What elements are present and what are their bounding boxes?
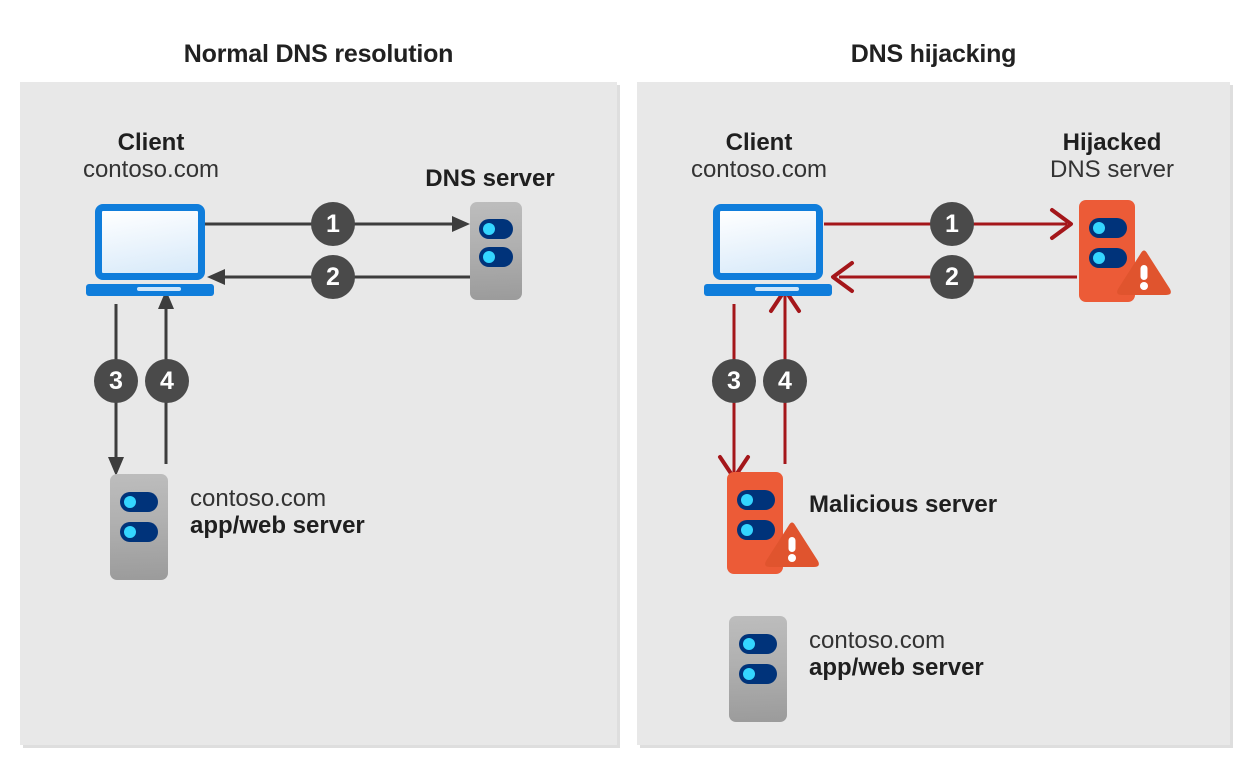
server-led-top (1089, 218, 1127, 238)
server-led-top (479, 219, 513, 239)
step-badge-2: 2 (930, 255, 974, 299)
step-badge-3: 3 (712, 359, 756, 403)
client-subtitle: contoso.com (690, 155, 828, 183)
laptop-trackpad-notch (137, 287, 181, 291)
client-subtitle: contoso.com (82, 155, 220, 183)
node-label-dns-server: DNS server (425, 165, 555, 193)
panel-title-normal: Normal DNS resolution (183, 40, 454, 68)
node-label-client-hijacking: Client contoso.com (690, 129, 828, 184)
app-server-subtitle: app/web server (190, 511, 365, 539)
server-led-top (739, 634, 777, 654)
node-label-app-web-server: contoso.com app/web server (809, 627, 984, 682)
malicious-server-title: Malicious server (809, 491, 998, 518)
laptop-screen (95, 204, 205, 280)
step-badge-2: 2 (311, 255, 355, 299)
step-badge-4: 4 (145, 359, 189, 403)
app-server-subtitle: app/web server (809, 653, 984, 681)
laptop-icon (704, 204, 832, 296)
laptop-icon (86, 204, 214, 296)
server-led-bottom (120, 522, 158, 542)
hijacked-dns-subtitle: DNS server (1049, 155, 1175, 183)
server-led-bottom (737, 520, 775, 540)
server-icon (110, 474, 168, 580)
client-title: Client (117, 129, 185, 156)
server-led-bottom (479, 247, 513, 267)
node-label-hijacked-dns-server: Hijacked DNS server (1049, 129, 1175, 184)
step-badge-3: 3 (94, 359, 138, 403)
panel-title-hijacking: DNS hijacking (850, 40, 1017, 68)
dns-server-title: DNS server (425, 165, 555, 192)
client-title: Client (725, 129, 793, 156)
server-led-bottom (739, 664, 777, 684)
server-led-top (737, 490, 775, 510)
node-label-client-normal: Client contoso.com (82, 129, 220, 184)
step-badge-1: 1 (930, 202, 974, 246)
panel-dns-hijacking: Client contoso.com Hijacked DNS server (637, 82, 1230, 745)
laptop-trackpad-notch (755, 287, 799, 291)
step-badge-4: 4 (763, 359, 807, 403)
node-label-malicious-server: Malicious server (809, 491, 998, 519)
server-led-bottom (1089, 248, 1127, 268)
step-badge-1: 1 (311, 202, 355, 246)
node-label-app-web-server: contoso.com app/web server (190, 485, 365, 540)
app-server-title: contoso.com (809, 627, 946, 654)
server-icon (729, 616, 787, 722)
hijacked-dns-title: Hijacked (1062, 129, 1162, 156)
server-led-top (120, 492, 158, 512)
laptop-screen (713, 204, 823, 280)
server-icon (470, 202, 522, 300)
app-server-title: contoso.com (190, 485, 327, 512)
panel-normal-dns-resolution: Client contoso.com DNS server contoso.c (20, 82, 617, 745)
